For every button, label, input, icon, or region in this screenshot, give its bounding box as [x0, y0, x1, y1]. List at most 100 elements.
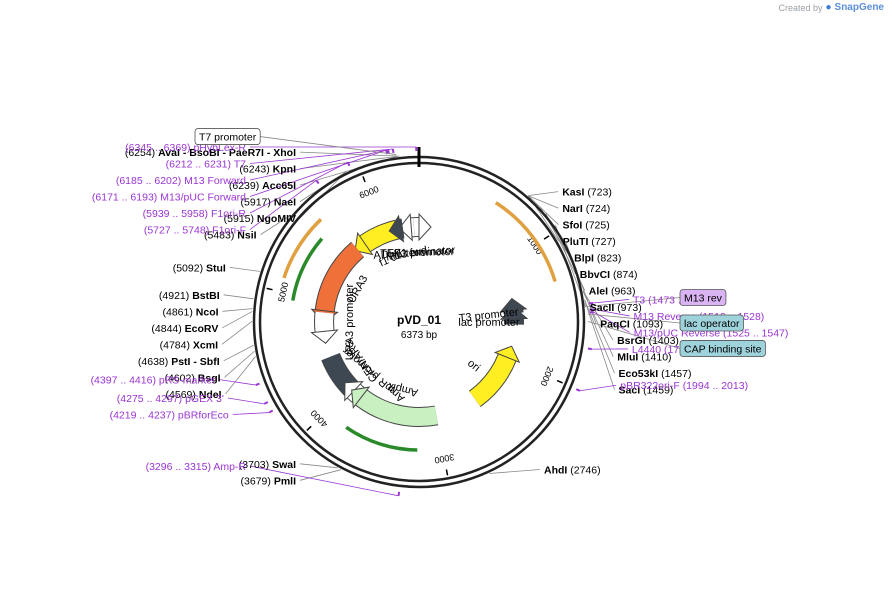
primer-range: (6212 .. 6231)	[166, 159, 231, 171]
enzyme-leader	[528, 191, 559, 197]
primer-label[interactable]: pBR322ori-F (1994 .. 2013)	[620, 380, 748, 392]
enzyme-leader	[489, 469, 541, 474]
primer-name: pGEX 3'	[185, 393, 224, 405]
primer-name: T3	[633, 294, 645, 306]
primer-name: T7	[234, 159, 246, 171]
enzyme-position: (6243)	[239, 164, 269, 176]
primer-label[interactable]: (4275 .. 4297) pGEX 3'	[117, 393, 224, 405]
enzyme-position: (963)	[611, 286, 636, 298]
tick-label: 6000	[358, 184, 380, 201]
enzyme-site[interactable]: Eco53kI (1457)	[618, 368, 691, 380]
enzyme-site[interactable]: (4921) BstBI	[159, 290, 220, 302]
enzyme-position: (5917)	[241, 197, 271, 209]
primer-mark	[315, 179, 320, 185]
enzyme-site[interactable]: (4602) BsgI	[165, 372, 221, 384]
enzyme-site[interactable]: (6239) Acc65I	[229, 180, 296, 192]
enzyme-site[interactable]: (5092) StuI	[173, 262, 226, 274]
enzyme-position: (874)	[613, 269, 638, 281]
enzyme-site[interactable]: (5483) NsiI	[204, 230, 257, 242]
primer-leader	[249, 148, 393, 164]
enzyme-leader	[223, 344, 254, 362]
enzyme-site[interactable]: (4784) XcmI	[160, 339, 218, 351]
plasmid-length: 6373 bp	[401, 330, 438, 341]
primer-label[interactable]: (6185 .. 6202) M13 Forward	[116, 175, 246, 187]
enzyme-leader	[224, 350, 255, 378]
primer-range: (5939 .. 5958)	[143, 208, 208, 220]
annotation-arc	[282, 218, 323, 279]
enzyme-leader	[528, 195, 559, 225]
enzyme-position: (724)	[586, 203, 611, 215]
enzyme-leader	[584, 299, 615, 374]
plasmid-name: pVD_01	[397, 313, 441, 327]
primer-label[interactable]: (5939 .. 5958) F1ori-R	[143, 208, 247, 220]
enzyme-site[interactable]: PluTI (727)	[563, 236, 616, 248]
enzyme-site[interactable]: AhdI (2746)	[544, 464, 601, 476]
enzyme-site[interactable]: KasI (723)	[562, 187, 612, 199]
primer-label[interactable]: (6345 .. 6369) pHybLex-R	[125, 142, 246, 154]
enzyme-leader	[222, 311, 253, 329]
enzyme-site[interactable]: MluI (1410)	[617, 352, 671, 364]
enzyme-site[interactable]: (3679) PmlI	[241, 475, 297, 487]
enzyme-site[interactable]: (4844) EcoRV	[151, 323, 218, 335]
enzyme-site[interactable]: SacII (973)	[590, 302, 642, 314]
primer-leader	[592, 299, 630, 304]
primer-label[interactable]: (4219 .. 4237) pBRforEco	[110, 409, 229, 421]
boxed-label[interactable]: T7 promoter	[199, 132, 257, 144]
enzyme-name: NaeI	[274, 197, 296, 209]
primer-label[interactable]: (3296 .. 3315) Amp-R	[146, 461, 247, 473]
feature-arrowhead	[418, 212, 432, 242]
primer-name: F1ori-F	[212, 225, 246, 237]
enzyme-position: (5092)	[173, 262, 203, 274]
enzyme-site[interactable]: PaqCI (1093)	[600, 319, 663, 331]
enzyme-name: BsrGI	[617, 335, 646, 347]
enzyme-name: NcoI	[196, 306, 219, 318]
feature-arrowhead	[398, 213, 413, 242]
enzyme-name: SwaI	[272, 459, 296, 471]
enzyme-site[interactable]: (3703) SwaI	[239, 459, 296, 471]
enzyme-position: (3679)	[241, 475, 271, 487]
primer-label[interactable]: (5727 .. 5748) F1ori-F	[144, 225, 246, 237]
enzyme-site[interactable]: (4569) NdeI	[166, 389, 222, 401]
primer-name: Amp-R	[213, 461, 246, 473]
primer-leader	[249, 149, 389, 181]
tick-label: 2000	[538, 365, 555, 387]
enzyme-site[interactable]: (6254) AvaI - BsoBI - PaeR7I - XhoI	[125, 147, 296, 159]
primer-label[interactable]: (4397 .. 4416) pRS-marker	[91, 375, 216, 387]
primer-label[interactable]: (6212 .. 6231) T7	[166, 159, 247, 171]
enzyme-site[interactable]: SacI (1459)	[619, 385, 674, 397]
boxed-label[interactable]: lac operator	[684, 318, 740, 330]
enzyme-site[interactable]: SfoI (725)	[562, 220, 609, 232]
tick-label: 4000	[309, 408, 330, 429]
enzyme-name: AvaI - BsoBI - PaeR7I - XhoI	[158, 147, 296, 159]
feature-ura3	[315, 242, 364, 313]
enzyme-name: NgoMIV	[257, 213, 296, 225]
enzyme-site[interactable]: BlpI (823)	[574, 253, 621, 265]
enzyme-site[interactable]: NarI (724)	[562, 203, 610, 215]
feature-arrowhead	[493, 345, 521, 364]
enzyme-site[interactable]: (6243) KpnI	[239, 164, 296, 176]
enzyme-name: PmlI	[274, 475, 296, 487]
enzyme-position: (823)	[597, 253, 622, 265]
enzyme-position: (973)	[617, 302, 642, 314]
tick-mark	[306, 425, 312, 431]
feature-label: TEF1 promoter	[380, 246, 455, 260]
primer-leader	[579, 384, 617, 392]
boxed-label[interactable]: CAP binding site	[684, 343, 762, 355]
boxed-label[interactable]: M13 rev	[684, 292, 723, 304]
enzyme-name: KasI	[562, 187, 584, 199]
primer-label[interactable]: (6171 .. 6193) M13/pUC Forward	[92, 192, 246, 204]
primer-range: (6171 .. 6193)	[92, 192, 157, 204]
primer-name: M13/pUC Forward	[160, 192, 246, 204]
enzyme-position: (6254)	[125, 147, 155, 159]
enzyme-site[interactable]: (5917) NaeI	[241, 197, 297, 209]
primer-range: (4397 .. 4416)	[91, 375, 156, 387]
enzyme-site[interactable]: BsrGI (1403)	[617, 335, 679, 347]
enzyme-site[interactable]: (4638) PstI - SbfI	[138, 356, 220, 368]
enzyme-site[interactable]: AleI (963)	[589, 286, 636, 298]
enzyme-position: (4921)	[159, 290, 189, 302]
enzyme-site[interactable]: (4861) NcoI	[162, 306, 218, 318]
enzyme-site[interactable]: (5915) NgoMIV	[224, 213, 296, 225]
enzyme-site[interactable]: BbvCI (874)	[580, 269, 638, 281]
feature-label: lac promoter	[458, 317, 520, 329]
primer-mark	[263, 401, 269, 405]
